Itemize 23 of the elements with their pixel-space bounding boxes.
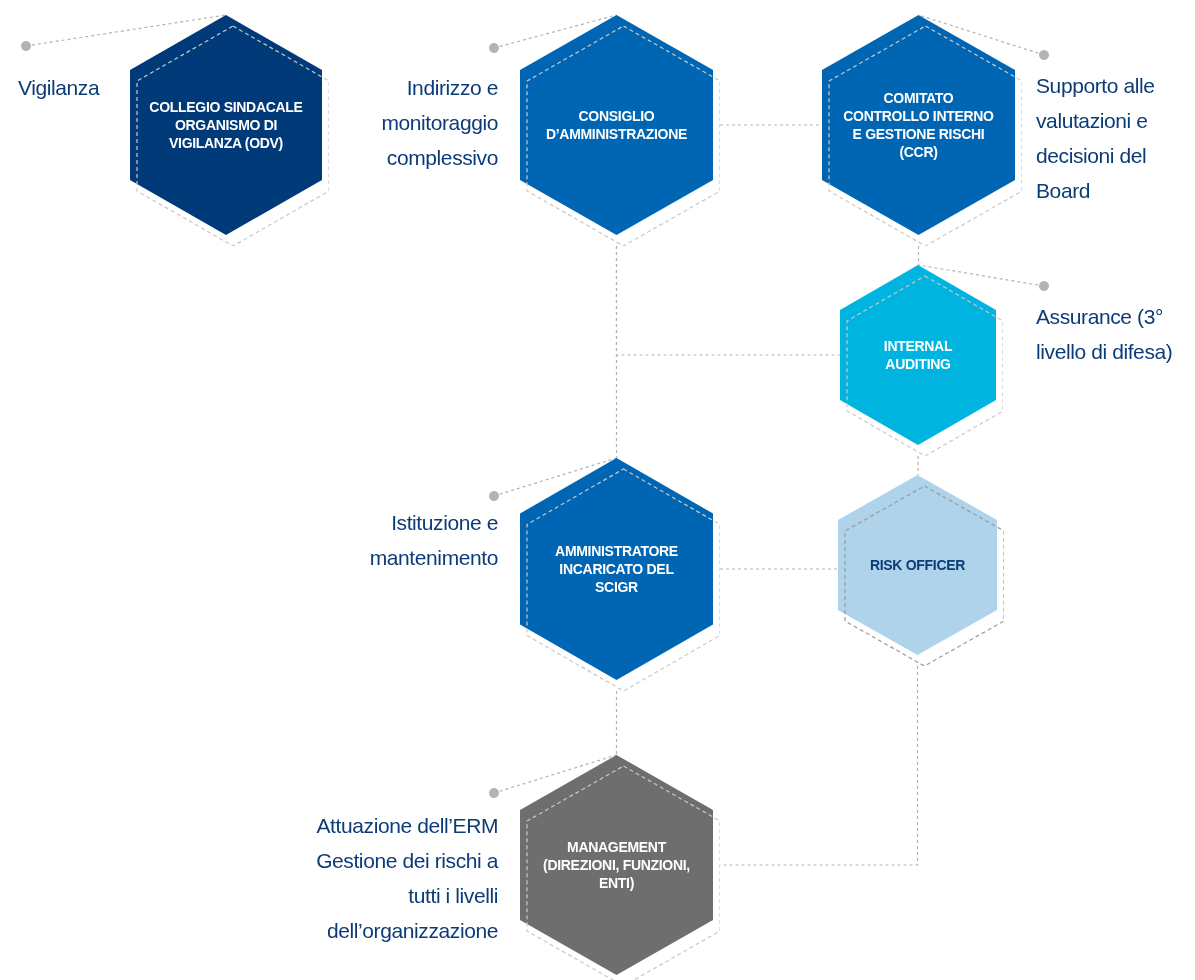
leader-line <box>489 457 618 501</box>
annotation-text: Assurance (3° livello di difesa) <box>1036 286 1186 369</box>
leader-line <box>917 264 1049 291</box>
annotation-text: Indirizzo e monitoraggio complessivo <box>320 48 498 175</box>
connector-line <box>719 568 839 570</box>
connector-line <box>615 690 618 756</box>
node-label: COLLEGIO SINDACALE ORGANISMO DI VIGILANZA (ODV) <box>148 98 304 152</box>
connector-line <box>917 455 919 476</box>
annotation-text: Istituzione e mantenimento <box>330 496 498 575</box>
node-label: COMITATO CONTROLLO INTERNO E GESTIONE RISCHI (CCR) <box>842 89 995 161</box>
connector-line <box>615 245 841 356</box>
annotation-text: Supporto alle valutazioni e decisioni del Board <box>1036 55 1194 208</box>
annotation-text: Vigilanza <box>18 46 128 105</box>
connector-line <box>719 665 919 866</box>
node-label: AMMINISTRATORE INCARICATO DEL SCIGR <box>554 542 679 596</box>
node-label: CONSIGLIO D’AMMINISTRAZIONE <box>544 107 689 143</box>
node-label: RISK OFFICER <box>869 556 966 574</box>
annotation-text: Attuazione dell’ERM Gestione dei rischi a tutti i livelli dell’organizzazione <box>280 793 498 948</box>
leader-line <box>489 754 618 798</box>
node-label: INTERNAL AUDITING <box>882 337 954 373</box>
node-label: MANAGEMENT (DIREZIONI, FUNZIONI, ENTI) <box>542 838 691 892</box>
connector-line <box>917 245 920 266</box>
leader-line <box>21 14 227 51</box>
